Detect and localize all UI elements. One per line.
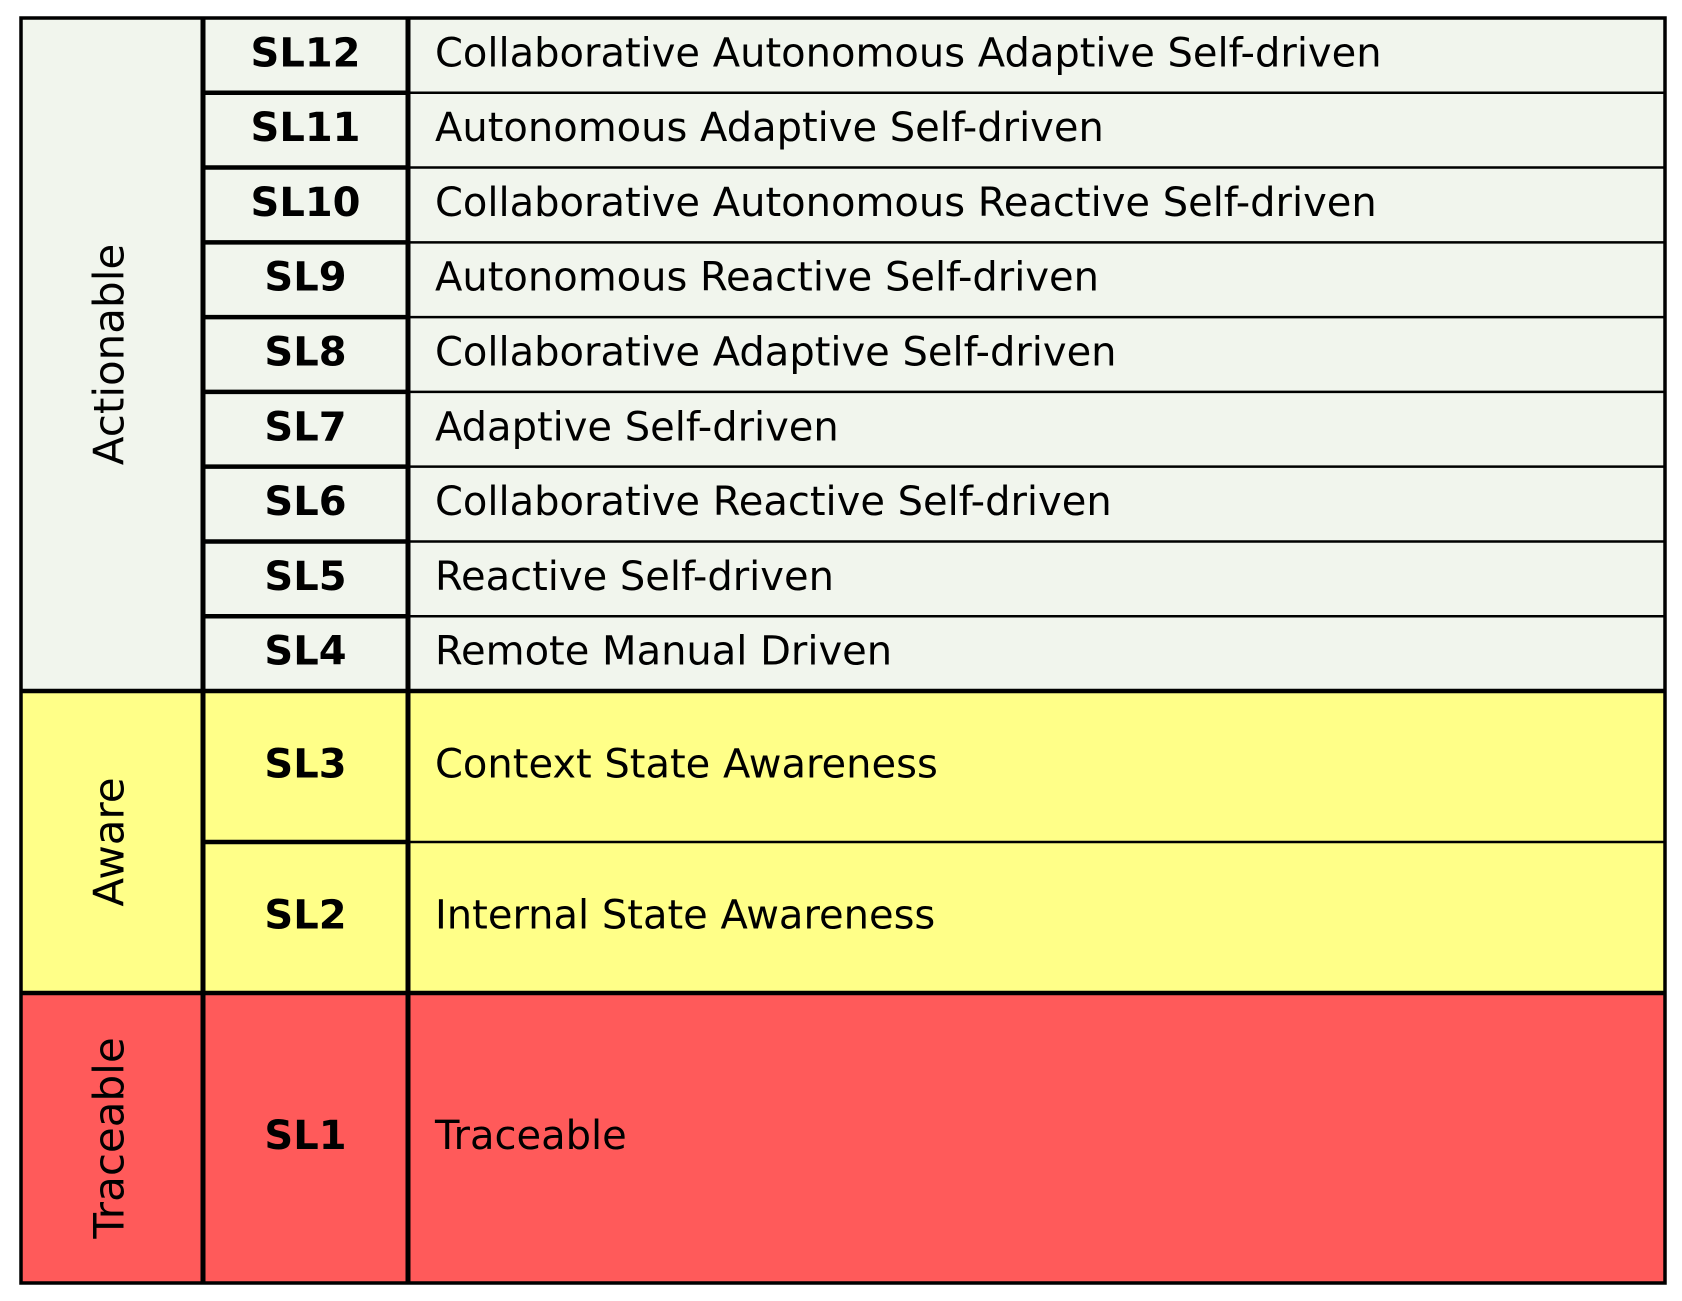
level-description-sl9: Autonomous Reactive Self-driven — [435, 255, 1099, 301]
level-description-sl11: Autonomous Adaptive Self-driven — [435, 105, 1104, 151]
level-description-sl8: Collaborative Adaptive Self-driven — [435, 330, 1117, 376]
level-description-sl5: Reactive Self-driven — [435, 554, 834, 600]
level-code-sl7: SL7 — [264, 404, 346, 450]
level-description-sl4: Remote Manual Driven — [435, 629, 892, 675]
level-code-sl8: SL8 — [264, 330, 346, 376]
level-description-sl7: Adaptive Self-driven — [435, 404, 839, 450]
group-label-actionable: Actionable — [85, 244, 134, 465]
level-description-sl10: Collaborative Autonomous Reactive Self-d… — [435, 180, 1377, 226]
level-description-sl1: Traceable — [434, 1113, 627, 1159]
level-code-sl9: SL9 — [264, 255, 346, 301]
level-code-sl5: SL5 — [264, 554, 346, 600]
level-description-sl3: Context State Awareness — [435, 742, 938, 788]
group-label-traceable: Traceable — [85, 1037, 134, 1239]
level-code-sl10: SL10 — [251, 180, 361, 226]
level-code-sl4: SL4 — [264, 629, 346, 675]
group-label-aware: Aware — [85, 777, 134, 906]
level-description-sl6: Collaborative Reactive Self-driven — [435, 479, 1112, 525]
level-description-sl2: Internal State Awareness — [435, 893, 935, 939]
group-background-traceable — [21, 993, 1665, 1283]
level-code-sl1: SL1 — [264, 1113, 346, 1159]
level-code-sl12: SL12 — [251, 30, 361, 76]
table-frame — [19, 16, 1667, 1285]
level-code-sl2: SL2 — [264, 893, 346, 939]
level-description-sl12: Collaborative Autonomous Adaptive Self-d… — [435, 30, 1382, 76]
level-code-sl11: SL11 — [251, 105, 361, 151]
row-dividers — [19, 16, 1667, 1285]
group-background-actionable — [21, 18, 1665, 691]
level-code-sl3: SL3 — [264, 742, 346, 788]
level-code-sl6: SL6 — [264, 479, 346, 525]
table-text: Actionable SL12 Collaborative Autonomous A… — [85, 30, 1382, 1239]
